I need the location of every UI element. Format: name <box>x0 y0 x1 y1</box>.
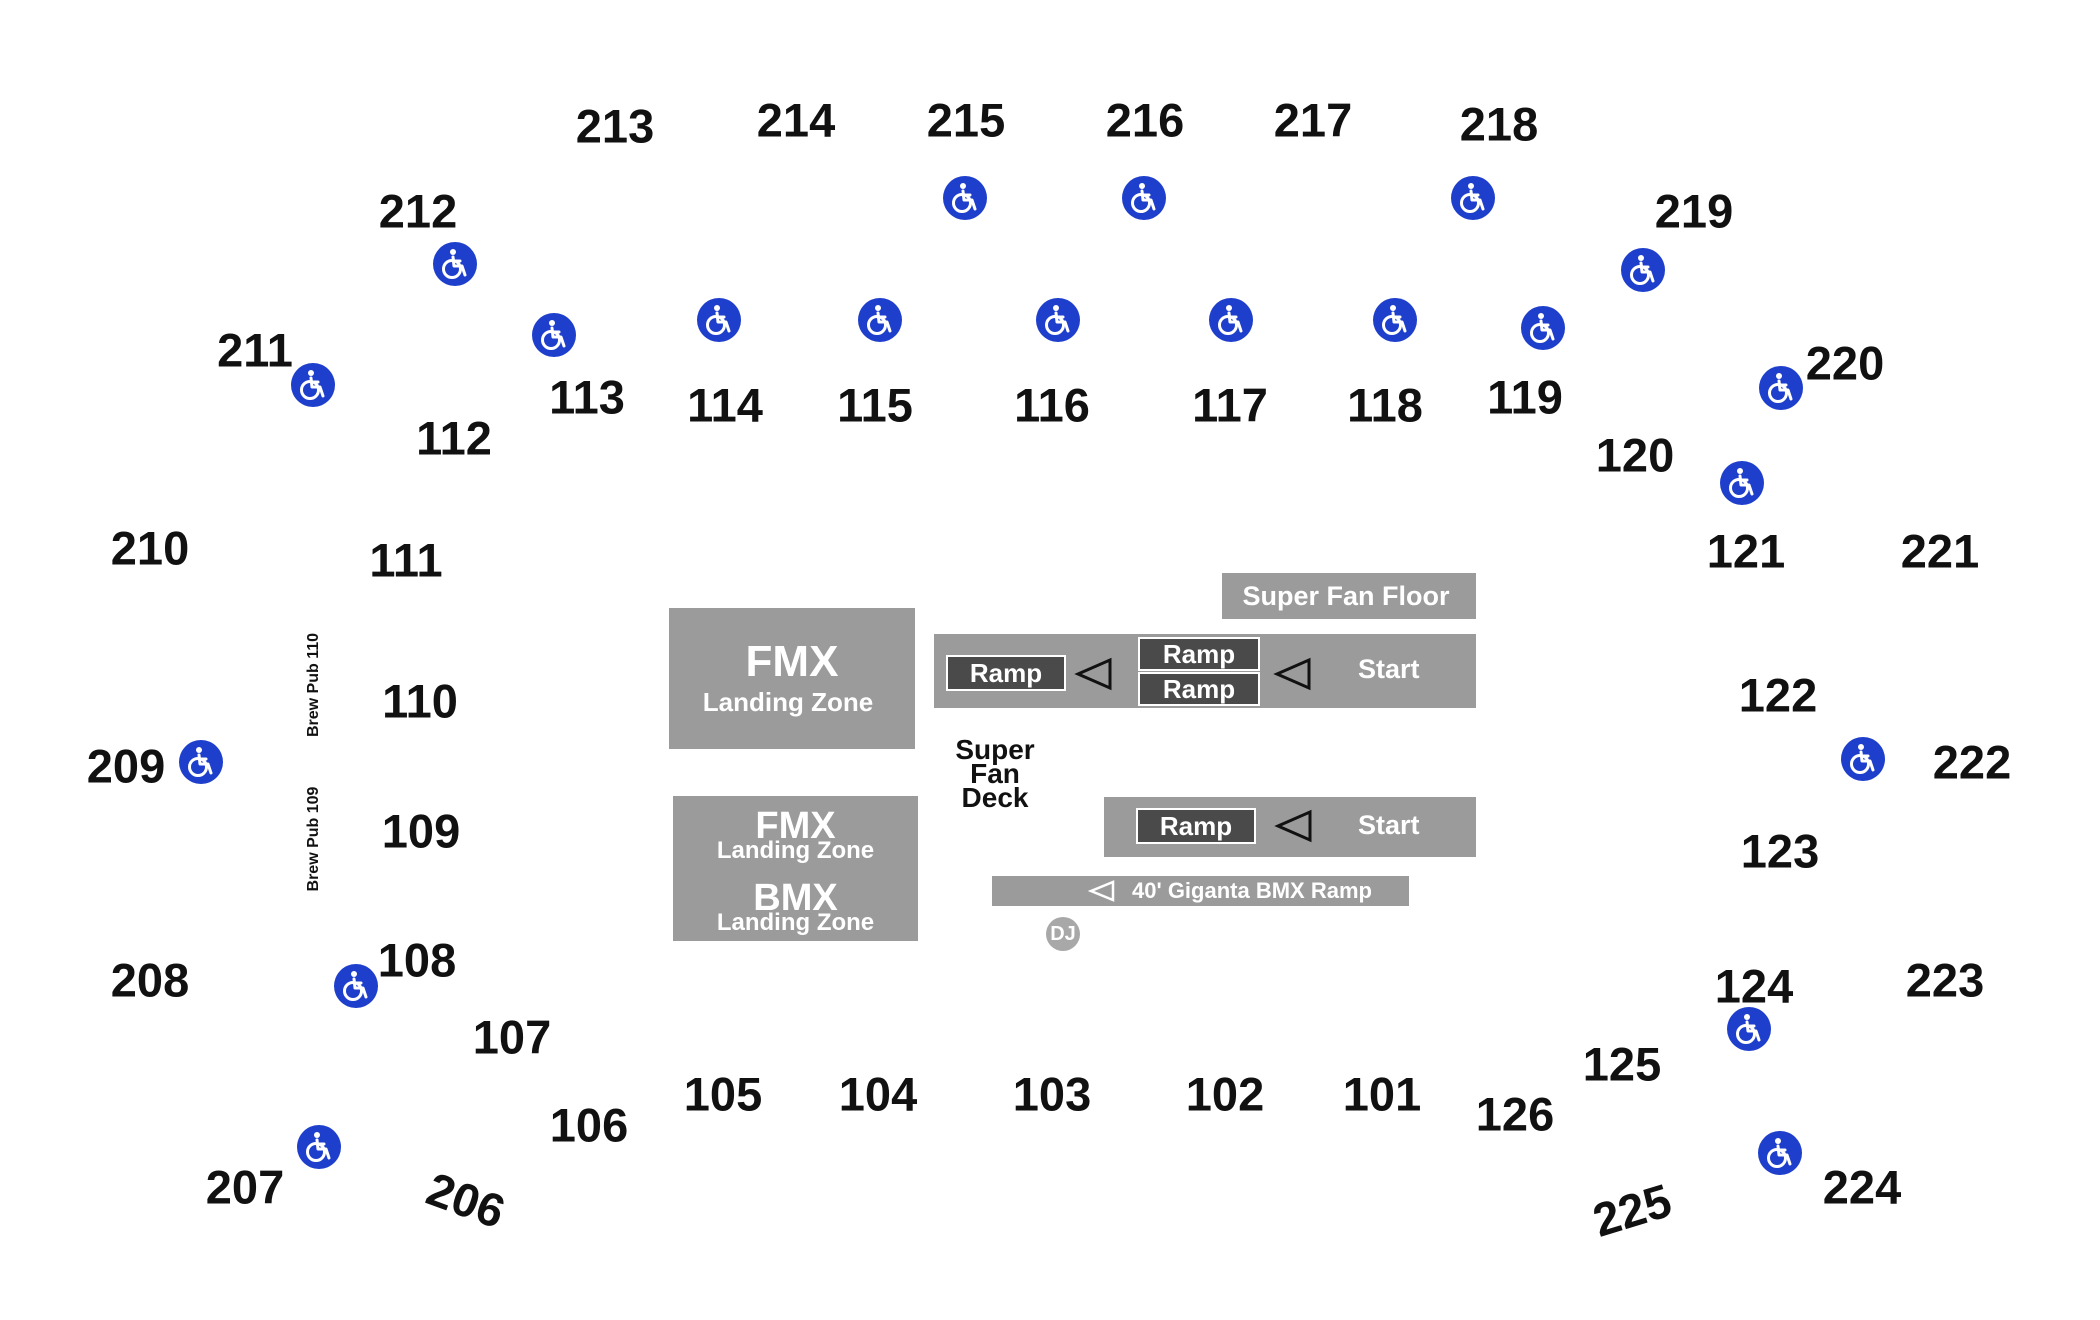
direction-arrow-icon <box>1274 809 1312 843</box>
section-118[interactable]: 118 <box>1347 378 1423 432</box>
section-213[interactable]: 213 <box>575 99 655 153</box>
fmx-title: FMX <box>745 637 839 686</box>
section-105[interactable]: 105 <box>683 1067 763 1121</box>
wheelchair-icon <box>697 298 741 342</box>
section-126[interactable]: 126 <box>1475 1087 1555 1141</box>
section-217[interactable]: 217 <box>1273 93 1353 147</box>
section-121[interactable]: 121 <box>1706 524 1786 578</box>
brew-pub-109-label: Brew Pub 109 <box>305 786 322 892</box>
fmx-landing-zone-upper[interactable]: FMX Landing Zone <box>669 608 915 749</box>
section-107[interactable]: 107 <box>472 1010 552 1064</box>
wheelchair-icon <box>858 298 902 342</box>
deck-line-3: Deck <box>961 782 1029 813</box>
section-223[interactable]: 223 <box>1905 953 1985 1007</box>
direction-arrow-icon <box>1273 657 1311 691</box>
wheelchair-icon <box>1720 461 1764 505</box>
section-108[interactable]: 108 <box>377 933 457 987</box>
section-101[interactable]: 101 <box>1342 1067 1422 1121</box>
section-218[interactable]: 218 <box>1459 97 1539 151</box>
section-102[interactable]: 102 <box>1185 1067 1265 1121</box>
section-106[interactable]: 106 <box>549 1098 629 1152</box>
super-fan-floor[interactable]: Super Fan Floor <box>1222 573 1476 619</box>
landing-zone-label: Landing Zone <box>702 687 874 717</box>
ramp-d[interactable]: Ramp <box>1136 808 1256 844</box>
wheelchair-icon <box>297 1125 341 1169</box>
section-123[interactable]: 123 <box>1740 824 1820 878</box>
section-117[interactable]: 117 <box>1192 378 1268 432</box>
section-207[interactable]: 207 <box>205 1160 285 1214</box>
ramp-b[interactable]: Ramp <box>1138 637 1260 671</box>
section-104[interactable]: 104 <box>838 1067 918 1121</box>
section-215[interactable]: 215 <box>926 93 1006 147</box>
section-109[interactable]: 109 <box>381 804 461 858</box>
section-119[interactable]: 119 <box>1487 370 1563 424</box>
wheelchair-icon <box>1727 1007 1771 1051</box>
wheelchair-icon <box>1759 366 1803 410</box>
section-208[interactable]: 208 <box>110 953 190 1007</box>
section-125[interactable]: 125 <box>1582 1037 1662 1091</box>
wheelchair-icon <box>1758 1131 1802 1175</box>
wheelchair-icon <box>433 242 477 286</box>
section-216[interactable]: 216 <box>1105 93 1185 147</box>
section-115[interactable]: 115 <box>837 378 913 432</box>
wheelchair-icon <box>1036 298 1080 342</box>
wheelchair-icon <box>179 740 223 784</box>
section-111[interactable]: 111 <box>369 533 443 587</box>
landing-zone-label: Landing Zone <box>716 837 875 864</box>
super-fan-deck[interactable]: Super Fan Deck <box>930 734 1060 813</box>
section-206[interactable]: 206 <box>420 1161 512 1239</box>
wheelchair-icon <box>943 176 987 220</box>
section-220[interactable]: 220 <box>1805 336 1885 390</box>
deck-line-1: Super <box>955 734 1035 765</box>
section-221[interactable]: 221 <box>1900 524 1980 578</box>
deck-line-2: Fan <box>970 758 1020 789</box>
section-113[interactable]: 113 <box>549 370 625 424</box>
giganta-label: 40' Giganta BMX Ramp <box>1132 878 1372 903</box>
bmx-title: BMX <box>753 877 838 919</box>
section-222[interactable]: 222 <box>1932 735 2012 789</box>
section-124[interactable]: 124 <box>1714 959 1794 1013</box>
start-label: Start <box>1358 654 1420 684</box>
section-112[interactable]: 112 <box>416 411 492 465</box>
section-110[interactable]: 110 <box>382 674 458 728</box>
ramp-a[interactable]: Ramp <box>946 655 1066 691</box>
wheelchair-icon <box>334 964 378 1008</box>
wheelchair-icon <box>1451 176 1495 220</box>
giganta-bmx-ramp[interactable]: 40' Giganta BMX Ramp <box>992 876 1409 906</box>
section-103[interactable]: 103 <box>1012 1067 1092 1121</box>
section-116[interactable]: 116 <box>1014 378 1090 432</box>
direction-arrow-icon <box>1088 880 1115 902</box>
section-211[interactable]: 211 <box>217 323 293 377</box>
landing-zone-label: Landing Zone <box>716 909 875 936</box>
section-210[interactable]: 210 <box>110 521 190 575</box>
section-114[interactable]: 114 <box>687 378 763 432</box>
wheelchair-icon <box>1122 176 1166 220</box>
wheelchair-icon <box>1621 248 1665 292</box>
section-224[interactable]: 224 <box>1822 1160 1902 1214</box>
wheelchair-icon <box>1209 298 1253 342</box>
ramp-strip-lower[interactable]: Ramp Start <box>1104 797 1476 857</box>
section-214[interactable]: 214 <box>756 93 836 147</box>
start-label: Start <box>1358 810 1420 840</box>
direction-arrow-icon <box>1074 657 1112 691</box>
ramp-c[interactable]: Ramp <box>1138 672 1260 706</box>
section-209[interactable]: 209 <box>86 739 166 793</box>
wheelchair-icon <box>532 313 576 357</box>
super-fan-floor-label: Super Fan Floor <box>1242 581 1450 611</box>
brew-pub-110-label: Brew Pub 110 <box>305 632 322 738</box>
fmx-bmx-landing-zone[interactable]: FMX Landing Zone BMX Landing Zone <box>673 796 918 941</box>
wheelchair-icon <box>1841 737 1885 781</box>
ramp-strip-upper[interactable]: Ramp Ramp Ramp Start <box>934 634 1476 708</box>
section-219[interactable]: 219 <box>1654 184 1734 238</box>
wheelchair-icon <box>1373 298 1417 342</box>
wheelchair-icon <box>1521 306 1565 350</box>
section-225[interactable]: 225 <box>1586 1173 1678 1247</box>
dj-booth[interactable]: DJ <box>1046 917 1080 951</box>
section-122[interactable]: 122 <box>1738 668 1818 722</box>
wheelchair-icon <box>291 363 335 407</box>
fmx-title: FMX <box>755 805 836 847</box>
section-120[interactable]: 120 <box>1595 428 1675 482</box>
section-212[interactable]: 212 <box>378 184 458 238</box>
